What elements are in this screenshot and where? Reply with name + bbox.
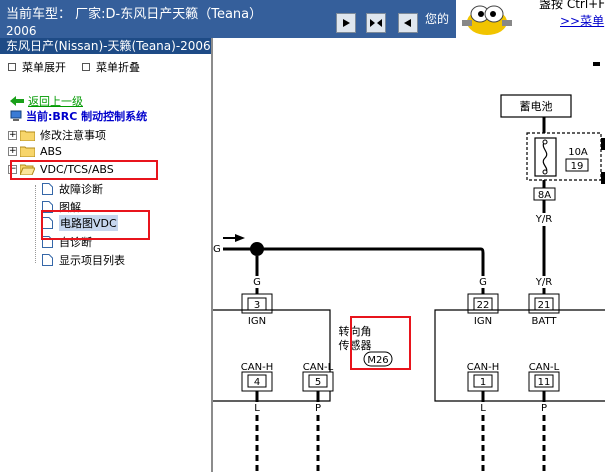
wire-g-label-mid: G (253, 277, 261, 288)
battery-label: 蓄电池 (520, 100, 553, 113)
promo-hotkey: 盏按 Ctrl+F (539, 0, 605, 11)
pin-21: 21 (538, 300, 551, 311)
ign-left-label: IGN (248, 316, 266, 327)
computer-icon (10, 110, 22, 121)
steering-sensor-outline (213, 309, 331, 402)
wire-l-left-label: L (254, 403, 260, 414)
wiring-diagram: 蓄电池 10A 19 8A Y/R Y/R G G G 3 IGN 22 IGN… (213, 62, 605, 472)
fuse-block (526, 132, 602, 181)
tree-child-display-items[interactable]: 显示项目列表 (42, 252, 125, 268)
back-arrow-icon (404, 19, 411, 27)
mascot-icon (462, 5, 512, 35)
can-h-left-label: CAN-H (241, 362, 273, 373)
sidebar-header: 东风日产(Nissan)-天籁(Teana)-2006 (0, 38, 211, 54)
fuse-terminal (542, 139, 548, 145)
wire-p-left-label: P (315, 403, 321, 414)
wire-p-right-label: P (541, 403, 547, 414)
wire-g-label-left: G (213, 244, 221, 255)
expand-menu-button[interactable]: 菜单展开 (8, 59, 66, 75)
ign-right-label: IGN (474, 316, 492, 327)
batt-label: BATT (532, 316, 558, 327)
fit-view-button[interactable] (366, 13, 386, 33)
tree-item-abs[interactable]: + ABS (8, 145, 62, 158)
sidebar: 东风日产(Nissan)-天籁(Teana)-2006 菜单展开 菜单折叠 返回… (0, 38, 213, 472)
tree-item-vdc-tcs-abs[interactable]: − VDC/TCS/ABS (8, 163, 114, 176)
can-l-left-label: CAN-L (303, 362, 334, 373)
sensor-label-line1: 转向角 (339, 324, 372, 338)
can-h-right-label: CAN-H (467, 362, 499, 373)
pin-box (473, 374, 493, 388)
pin-box (308, 374, 328, 388)
wire-yr-label-bottom: Y/R (535, 277, 552, 288)
tree-child-diagnosis[interactable]: 故障诊断 (42, 181, 103, 197)
pin-1: 1 (480, 377, 486, 388)
collapse-icon (82, 63, 90, 71)
document-icon (42, 254, 53, 266)
fuse-number-box (565, 158, 589, 172)
arrow-icon (235, 234, 245, 242)
folder-open-icon (20, 164, 35, 175)
current-section: 当前:BRC 制动控制系统 (10, 108, 147, 124)
expand-plus-icon[interactable]: + (8, 129, 17, 140)
expand-plus-icon[interactable]: + (8, 146, 17, 156)
folder-icon (20, 146, 35, 157)
pin-box (247, 374, 267, 388)
highlight-box-vdc-folder (10, 160, 158, 180)
pin-4: 4 (254, 377, 260, 388)
pin-11: 11 (538, 377, 551, 388)
folder-icon (20, 130, 35, 141)
promo-banner: 盏按 Ctrl+F >>菜单 (456, 0, 605, 38)
wire-g-label-right: G (479, 277, 487, 288)
vehicle-year: 2006 (6, 24, 37, 38)
fuse-terminal (542, 169, 548, 175)
sensor-label-line2: 传感器 (339, 339, 372, 352)
fuse-number: 19 (571, 161, 584, 172)
fuse-icon (542, 140, 548, 174)
top-bar: 当前车型： 厂家:D-东风日产天籁（Teana） 2006 您的 盏按 Ctrl… (0, 0, 605, 38)
back-arrow-icon (10, 96, 24, 106)
play-icon (343, 19, 350, 27)
sensor-code: M26 (367, 355, 388, 366)
document-icon (42, 183, 53, 195)
wire-g-right (480, 247, 485, 276)
vehicle-title: 当前车型： 厂家:D-东风日产天籁（Teana） (6, 7, 263, 22)
tree-item-precautions[interactable]: + 修改注意事项 (8, 129, 106, 142)
expand-icon (8, 63, 16, 71)
promo-menu-link[interactable]: >>菜单 (560, 14, 605, 28)
pin-5: 5 (315, 377, 321, 388)
back-link[interactable]: 返回上一级 (10, 93, 83, 109)
fuse-connector-label: 8A (538, 190, 551, 201)
pin-box (534, 374, 554, 388)
battery-box (500, 94, 572, 118)
collapse-menu-button[interactable]: 菜单折叠 (82, 59, 140, 75)
tree-guide-line (35, 185, 36, 263)
splice-dot (250, 242, 264, 256)
next-page-button[interactable] (336, 13, 356, 33)
control-unit-outline (434, 309, 605, 402)
fit-icon (370, 19, 382, 27)
pin-3: 3 (254, 300, 260, 311)
fuse-rating: 10A (568, 147, 588, 158)
wire-yr-label-top: Y/R (535, 214, 552, 225)
previous-page-button[interactable] (398, 13, 418, 33)
edge-mark (601, 172, 605, 184)
edge-mark (601, 138, 605, 150)
edge-mark (593, 62, 600, 66)
highlight-box-wiring-vdc (41, 210, 150, 240)
collapse-minus-icon[interactable]: − (8, 164, 17, 174)
sensor-code-pill (363, 351, 393, 367)
wire-l-right-label: L (480, 403, 486, 414)
can-l-right-label: CAN-L (529, 362, 560, 373)
hint-text: 您的 (425, 12, 450, 26)
highlight-box-sensor (350, 316, 411, 370)
pin-22: 22 (477, 300, 490, 311)
